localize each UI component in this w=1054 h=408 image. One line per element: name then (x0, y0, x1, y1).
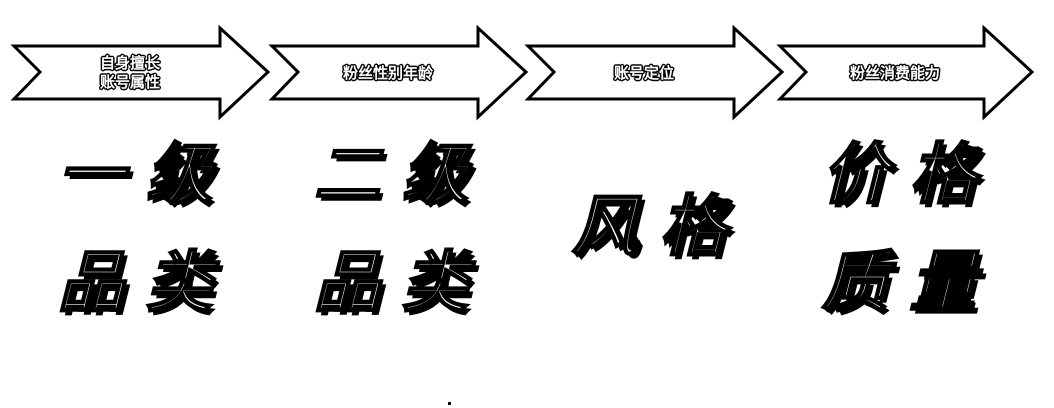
arrow-step-2-label: 粉丝性别年龄 (298, 50, 478, 96)
column-1-line-1: 一级 (57, 136, 234, 213)
arrow-step-1 (10, 24, 271, 121)
step-4-line-1: 粉丝消费能力 (849, 63, 940, 82)
column-4-line-2: 质量 (821, 244, 998, 321)
column-4-line-1: 价格 (821, 136, 998, 213)
step-1-line-2: 账号属性 (99, 73, 160, 91)
column-2-line-2: 品类 (313, 244, 490, 321)
step-2-line-1: 粉丝性别年龄 (342, 63, 433, 82)
arrow-step-1-label: 自身擅长 账号属性 (40, 50, 220, 96)
stray-dot (448, 402, 451, 405)
arrow-step-3 (524, 24, 785, 121)
arrow-step-2 (268, 24, 529, 121)
arrow-step-4 (776, 24, 1035, 121)
step-1-line-1: 自身擅长 (99, 54, 160, 72)
arrow-step-3-label: 账号定位 (554, 50, 734, 96)
column-3-line-1: 风格 (571, 188, 748, 265)
step-3-line-1: 账号定位 (613, 63, 674, 82)
column-2-line-1: 二级 (313, 136, 490, 213)
column-1-line-2: 品类 (57, 244, 234, 321)
arrow-step-4-label: 粉丝消费能力 (806, 50, 984, 96)
